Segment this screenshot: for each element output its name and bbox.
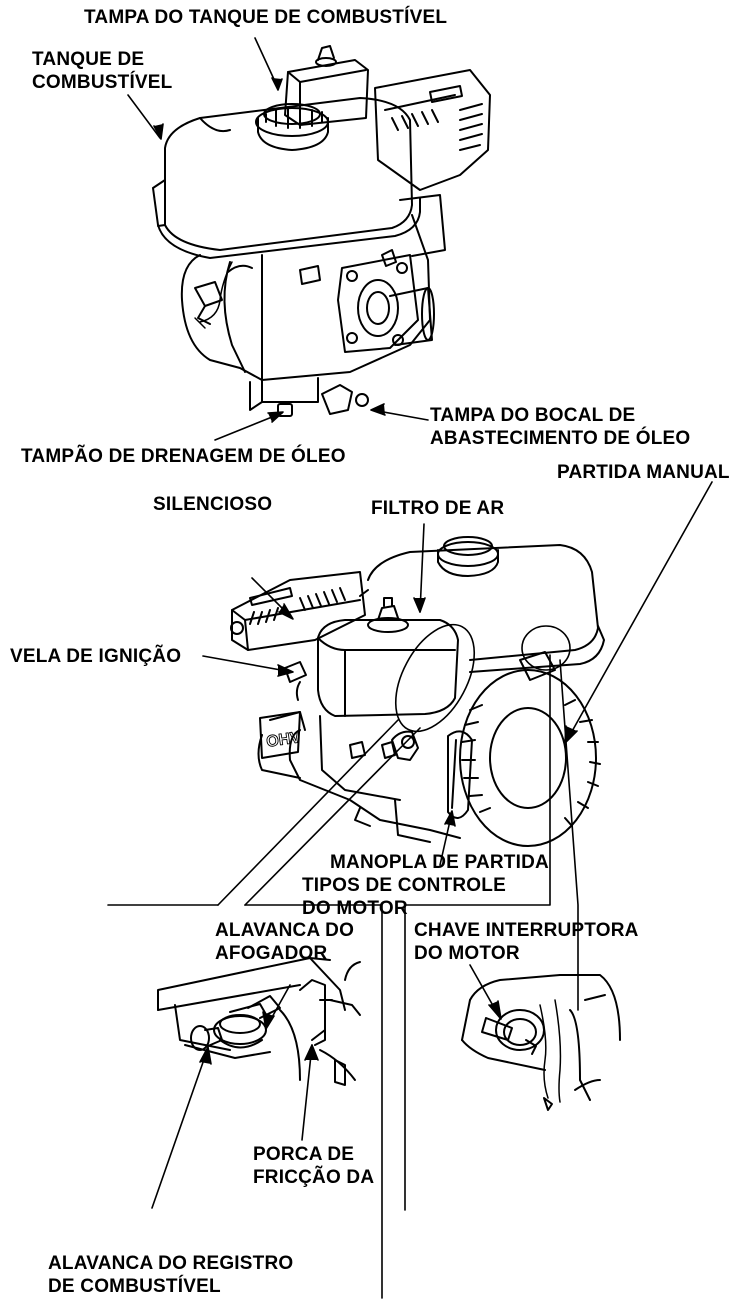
engine-switch-label: CHAVE INTERRUPTORA DO MOTOR — [414, 920, 639, 964]
recoil-starter-label: PARTIDA MANUAL — [557, 462, 730, 483]
spark-plug-shape — [284, 661, 307, 683]
starter-grip-label: MANOPLA DE PARTIDA — [330, 852, 549, 873]
choke-lever-label: ALAVANCA DO AFOGADOR — [215, 920, 355, 964]
middle-callout-lines — [107, 481, 713, 1299]
fuel-cap-label: TAMPA DO TANQUE DE COMBUSTÍVEL — [84, 7, 448, 28]
engine-top-view — [152, 45, 491, 417]
muffler-label: SILENCIOSO — [153, 494, 273, 515]
fuel-tank-label: TANQUE DE COMBUSTÍVEL — [32, 49, 173, 93]
air-cleaner-label: FILTRO DE AR — [371, 498, 505, 519]
top-leader-lines — [127, 37, 429, 441]
detail-choke-fuel-valve — [157, 957, 361, 1086]
friction-nut-label: PORCA DE FRICÇÃO DA — [253, 1144, 375, 1188]
oil-drain-plug-shape — [277, 403, 293, 417]
control-types-label: TIPOS DE CONTROLE DO MOTOR — [302, 875, 506, 919]
ohv-plate — [259, 711, 301, 759]
detail-engine-switch — [461, 974, 621, 1111]
oil-filler-cap-label: TAMPA DO BOCAL DE ABASTECIMENTO DE ÓLEO — [430, 405, 691, 449]
oil-filler-cap-shape — [321, 384, 353, 415]
air-cleaner-shape — [317, 619, 459, 717]
muffler-shape — [231, 571, 366, 651]
fuel-tank-shape — [164, 97, 413, 251]
recoil-starter-shape — [459, 669, 597, 847]
oil-drain-plug-label: TAMPÃO DE DRENAGEM DE ÓLEO — [21, 446, 346, 467]
spark-plug-label: VELA DE IGNIÇÃO — [10, 646, 182, 667]
fuel-valve-lever-label: ALAVANCA DO REGISTRO DE COMBUSTÍVEL — [48, 1253, 294, 1297]
detail-left-leader-lines — [151, 984, 319, 1209]
engine-middle-view: OHV — [230, 536, 605, 847]
detail-right-leader-lines — [469, 964, 502, 1020]
ohv-marking: OHV — [265, 729, 302, 751]
